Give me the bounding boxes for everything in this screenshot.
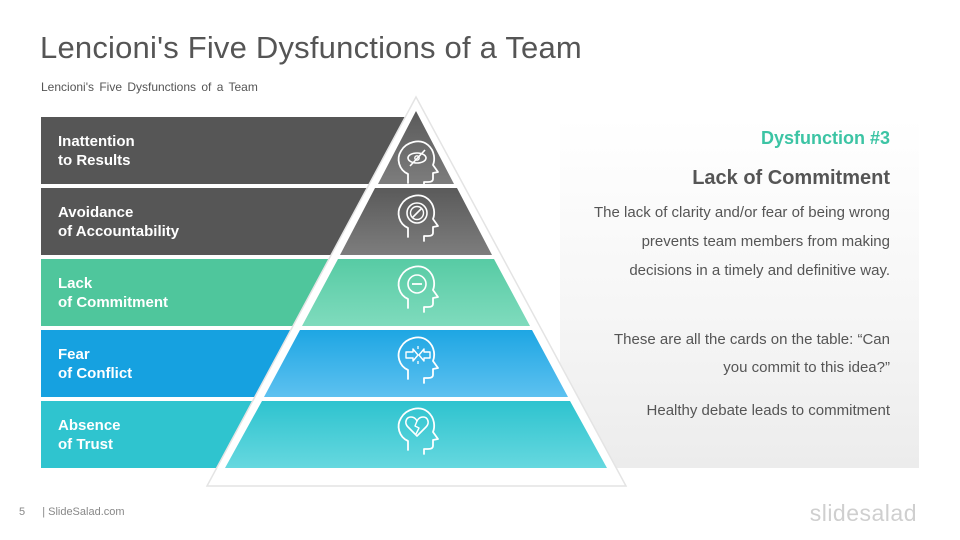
conclusion-paragraph: Healthy debate leads to commitment	[646, 402, 890, 419]
conflict-arrows-head-icon	[397, 336, 439, 384]
eye-slash-head-icon	[397, 140, 439, 188]
description-paragraph: The lack of clarity and/or fear of being…	[594, 204, 890, 279]
pyramid-segment-1	[378, 111, 454, 184]
level-label: Absence of Trust	[58, 417, 121, 453]
pyramid-level-inattention-to-results: Inattention to Results	[41, 117, 421, 184]
pyramid-segment-4	[264, 330, 568, 397]
dysfunction-number-heading: Dysfunction #3	[760, 128, 890, 148]
minus-head-icon	[397, 265, 439, 313]
page-number: 5	[19, 506, 26, 518]
slidesalad-logo: slidesalad	[809, 500, 917, 526]
level-label: Inattention to Results	[58, 133, 135, 169]
slide-title: Lencioni's Five Dysfunctions of a Team	[40, 30, 582, 65]
pyramid-segment-2	[340, 188, 492, 255]
level-label: Lack of Commitment	[58, 275, 168, 311]
brand-url: | SlideSalad.com	[42, 506, 125, 518]
slide-footer: 5 | SlideSalad.com	[19, 506, 125, 518]
quote-paragraph: These are all the cards on the table: “C…	[614, 331, 890, 376]
no-sign-head-icon	[397, 194, 439, 242]
level-label: Avoidance of Accountability	[58, 204, 180, 240]
broken-heart-head-icon	[397, 407, 439, 455]
dysfunction-title: Lack of Commitment	[692, 167, 890, 189]
level-label: Fear of Conflict	[58, 346, 133, 382]
detail-panel-background	[560, 117, 919, 468]
slide-subtitle: Lencioni's Five Dysfunctions of a Team	[41, 80, 258, 94]
